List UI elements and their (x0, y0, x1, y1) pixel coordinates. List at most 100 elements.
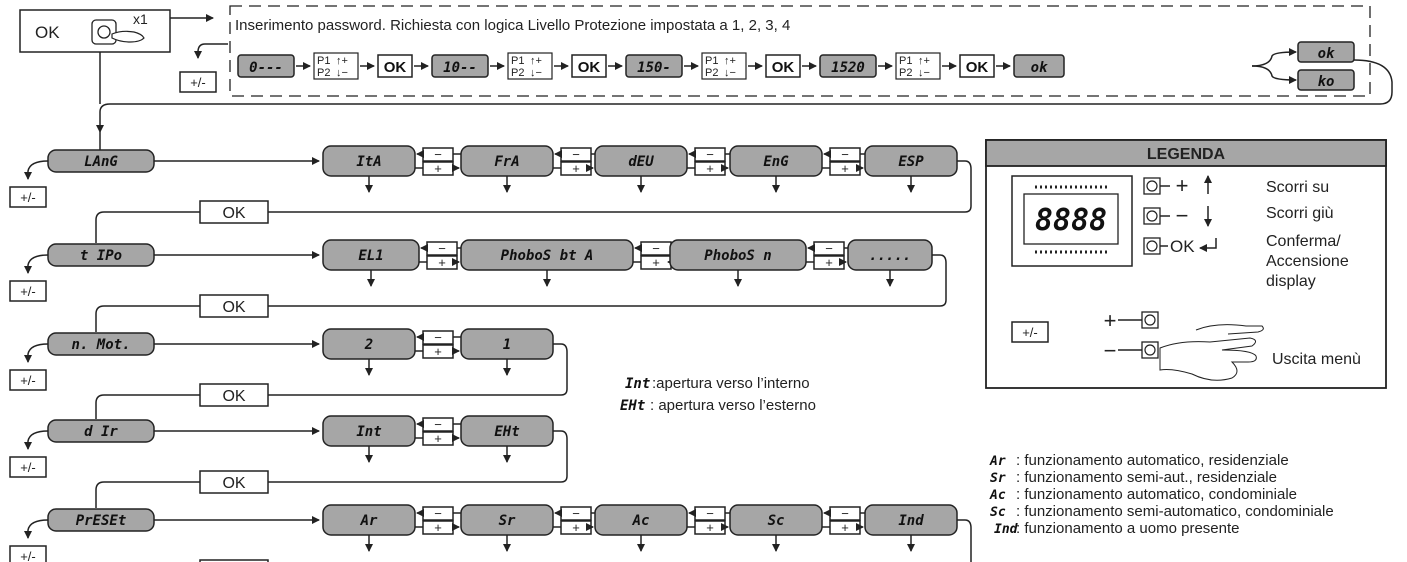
menu-option[interactable]: dEU−+ (594, 145, 730, 193)
menu-option[interactable]: ..... (847, 239, 933, 287)
menu-option[interactable]: PhoboS bt A−+ (460, 239, 675, 287)
ok-label: OK (222, 205, 245, 222)
menu-option[interactable]: EHt (460, 415, 554, 463)
menu-option-label: dEU (628, 154, 654, 170)
result-ok-label: ok (1318, 46, 1335, 62)
ok-button[interactable]: OK (199, 383, 269, 407)
plusminus-header-label: +/- (190, 75, 206, 90)
preset-note-text: : funzionamento automatico, residenziale (1016, 452, 1289, 469)
menu-option[interactable]: 1 (460, 328, 554, 376)
minus-label: − (572, 506, 580, 521)
menu-option[interactable]: PhoboS n−+ (669, 239, 848, 287)
legend: LEGENDA 8888 + − OK Scorri su Scorri giù… (985, 139, 1387, 389)
minus-label: − (825, 241, 833, 256)
menu-option[interactable]: Ac −+ (594, 504, 730, 552)
legend-plusminus-label: +/- (1022, 325, 1038, 340)
menu-option-label: Sc (768, 513, 785, 529)
menu-option[interactable]: ESP (864, 145, 958, 193)
plusminus-button[interactable] (9, 545, 47, 562)
ok-button[interactable]: OK (199, 200, 269, 224)
p2-label: P2 (317, 67, 330, 79)
password-step: 150- (625, 54, 683, 78)
preset-notes: Ar: funzionamento automatico, residenzia… (989, 452, 1334, 537)
down-minus-icon: ↓− (724, 67, 736, 79)
legend-confirm-1: Conferma/ (1266, 233, 1341, 250)
down-minus-icon: ↓− (918, 67, 930, 79)
legend-scroll-up: Scorri su (1266, 179, 1329, 196)
minus-label: − (434, 506, 442, 521)
down-minus-icon: ↓− (530, 67, 542, 79)
menu-option-label: ItA (356, 154, 381, 170)
ok-label: OK (222, 388, 245, 405)
menu-option[interactable]: Int−+ (322, 415, 461, 463)
menu-option[interactable]: EnG−+ (729, 145, 865, 193)
up-plus-icon: ↑+ (724, 55, 736, 67)
plus-label: + (434, 520, 442, 535)
legend-plusminus (1011, 321, 1049, 343)
minus-label: − (434, 417, 442, 432)
minus-label: − (841, 506, 849, 521)
menu-option[interactable]: Ar−+ (322, 504, 461, 552)
menu-option-label: Sr (499, 513, 516, 529)
menu-option-label: Int (356, 424, 381, 440)
menu-option-label: PhoboS bt A (501, 248, 594, 264)
minus-label: − (572, 147, 580, 162)
note-int-text: :apertura verso l’interno (652, 375, 810, 392)
plus-label: + (434, 161, 442, 176)
legend-confirm-2: Accensione (1266, 253, 1349, 270)
up-plus-icon: ↑+ (918, 55, 930, 67)
note-eht-code: EHt (620, 398, 645, 414)
preset-note-code: Ind (994, 522, 1019, 537)
p1-label: P1 (899, 55, 912, 67)
ok-key: OK (377, 54, 413, 78)
menu-option[interactable]: Ind (864, 504, 958, 552)
menu-option[interactable]: EL1−+ (322, 239, 461, 287)
plus-label: + (706, 520, 714, 535)
menu-label: PrESEt (76, 513, 127, 529)
preset-note-text: : funzionamento automatico, condominiale (1016, 486, 1297, 503)
ok-button[interactable]: OK (199, 294, 269, 318)
menu-label: n. Mot. (71, 337, 130, 353)
plus-label: + (572, 161, 580, 176)
minus-label: − (706, 506, 714, 521)
preset-note-code: Ac (989, 488, 1006, 503)
ok-key-label: OK (384, 59, 407, 76)
ok-button[interactable]: OK (199, 559, 269, 562)
preset-note-text: : funzionamento a uomo presente (1016, 520, 1239, 537)
menu-option[interactable]: FrA−+ (460, 145, 595, 193)
plusminus-button[interactable] (9, 456, 47, 478)
hand-icon (1159, 324, 1264, 381)
minus-label: − (841, 147, 849, 162)
plusminus-button[interactable] (9, 280, 47, 302)
plusminus-header[interactable] (179, 71, 217, 93)
menu-option[interactable]: ItA −+ (322, 145, 461, 193)
legend-plus-sym: + (1176, 173, 1189, 198)
ok-button[interactable]: OK (199, 470, 269, 494)
legend-display-digits: 8888 (1035, 203, 1107, 238)
menu-option-label: EL1 (358, 248, 383, 264)
legend-ok-sym: OK (1170, 237, 1195, 256)
menu-option-label: 2 (364, 337, 373, 353)
plus-label: + (438, 255, 446, 270)
p2-label: P2 (705, 67, 718, 79)
p1-label: P1 (317, 55, 330, 67)
plus-label: + (434, 344, 442, 359)
plus-label: + (825, 255, 833, 270)
minus-label: − (434, 147, 442, 162)
menu-option-label: Ac (632, 513, 650, 529)
menu-option[interactable]: Sc−+ (729, 504, 865, 552)
menu-option[interactable]: Sr−+ (460, 504, 595, 552)
password-caption: Inserimento password. Richiesta con logi… (235, 17, 790, 34)
menu-row: t IPo+/-EL1−+PhoboS bt A−+PhoboS n−+....… (9, 239, 947, 332)
menu-row: n. Mot.+/-2−+1OK (9, 328, 568, 419)
legend-confirm-3: display (1266, 273, 1316, 290)
plusminus-button[interactable] (9, 186, 47, 208)
plusminus-button[interactable] (9, 369, 47, 391)
preset-note-code: Sr (990, 471, 1006, 486)
menu-option[interactable]: 2−+ (322, 328, 461, 376)
legend-hand-minus: − (1104, 338, 1117, 363)
password-step: ok (1013, 54, 1065, 78)
menu-label: LAnG (84, 154, 118, 170)
